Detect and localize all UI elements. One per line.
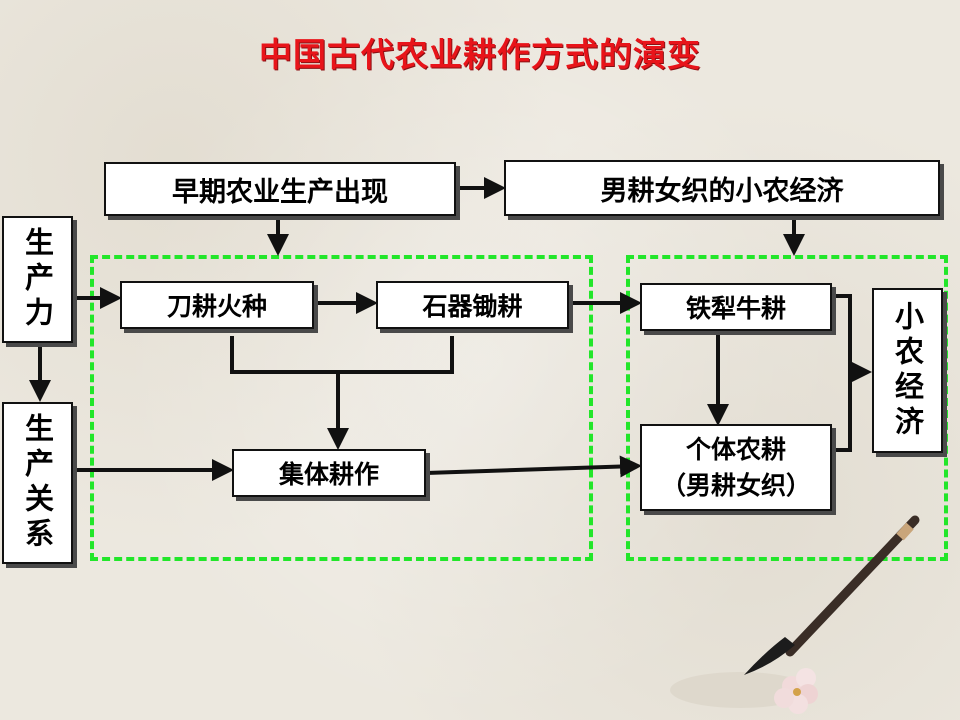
bracket-to-small-peasant	[834, 294, 852, 452]
node-small-peasant-economy-top: 男耕女织的小农经济	[504, 160, 940, 216]
node-small-peasant-economy-right: 小农经济	[872, 288, 943, 453]
node-production-relations: 生产关系	[2, 402, 73, 564]
bracket-to-collective	[230, 336, 454, 374]
early-stage-group	[90, 255, 593, 561]
diagram-title: 中国古代农业耕作方式的演变	[259, 35, 701, 74]
node-early-agriculture: 早期农业生产出现	[104, 162, 456, 216]
node-stone-hoe-farming: 石器锄耕	[376, 281, 569, 329]
node-productivity: 生产力	[2, 216, 73, 343]
node-collective-farming: 集体耕作	[232, 449, 426, 497]
node-iron-plough-ox-farming: 铁犁牛耕	[640, 283, 832, 331]
node-slash-and-burn: 刀耕火种	[120, 281, 314, 329]
individual-farming-sub-label: （男耕女织）	[660, 470, 811, 500]
node-individual-farming: 个体农耕 （男耕女织）	[640, 424, 832, 511]
individual-farming-label: 个体农耕	[685, 434, 786, 464]
arrow-collective-to-individual	[425, 455, 642, 478]
